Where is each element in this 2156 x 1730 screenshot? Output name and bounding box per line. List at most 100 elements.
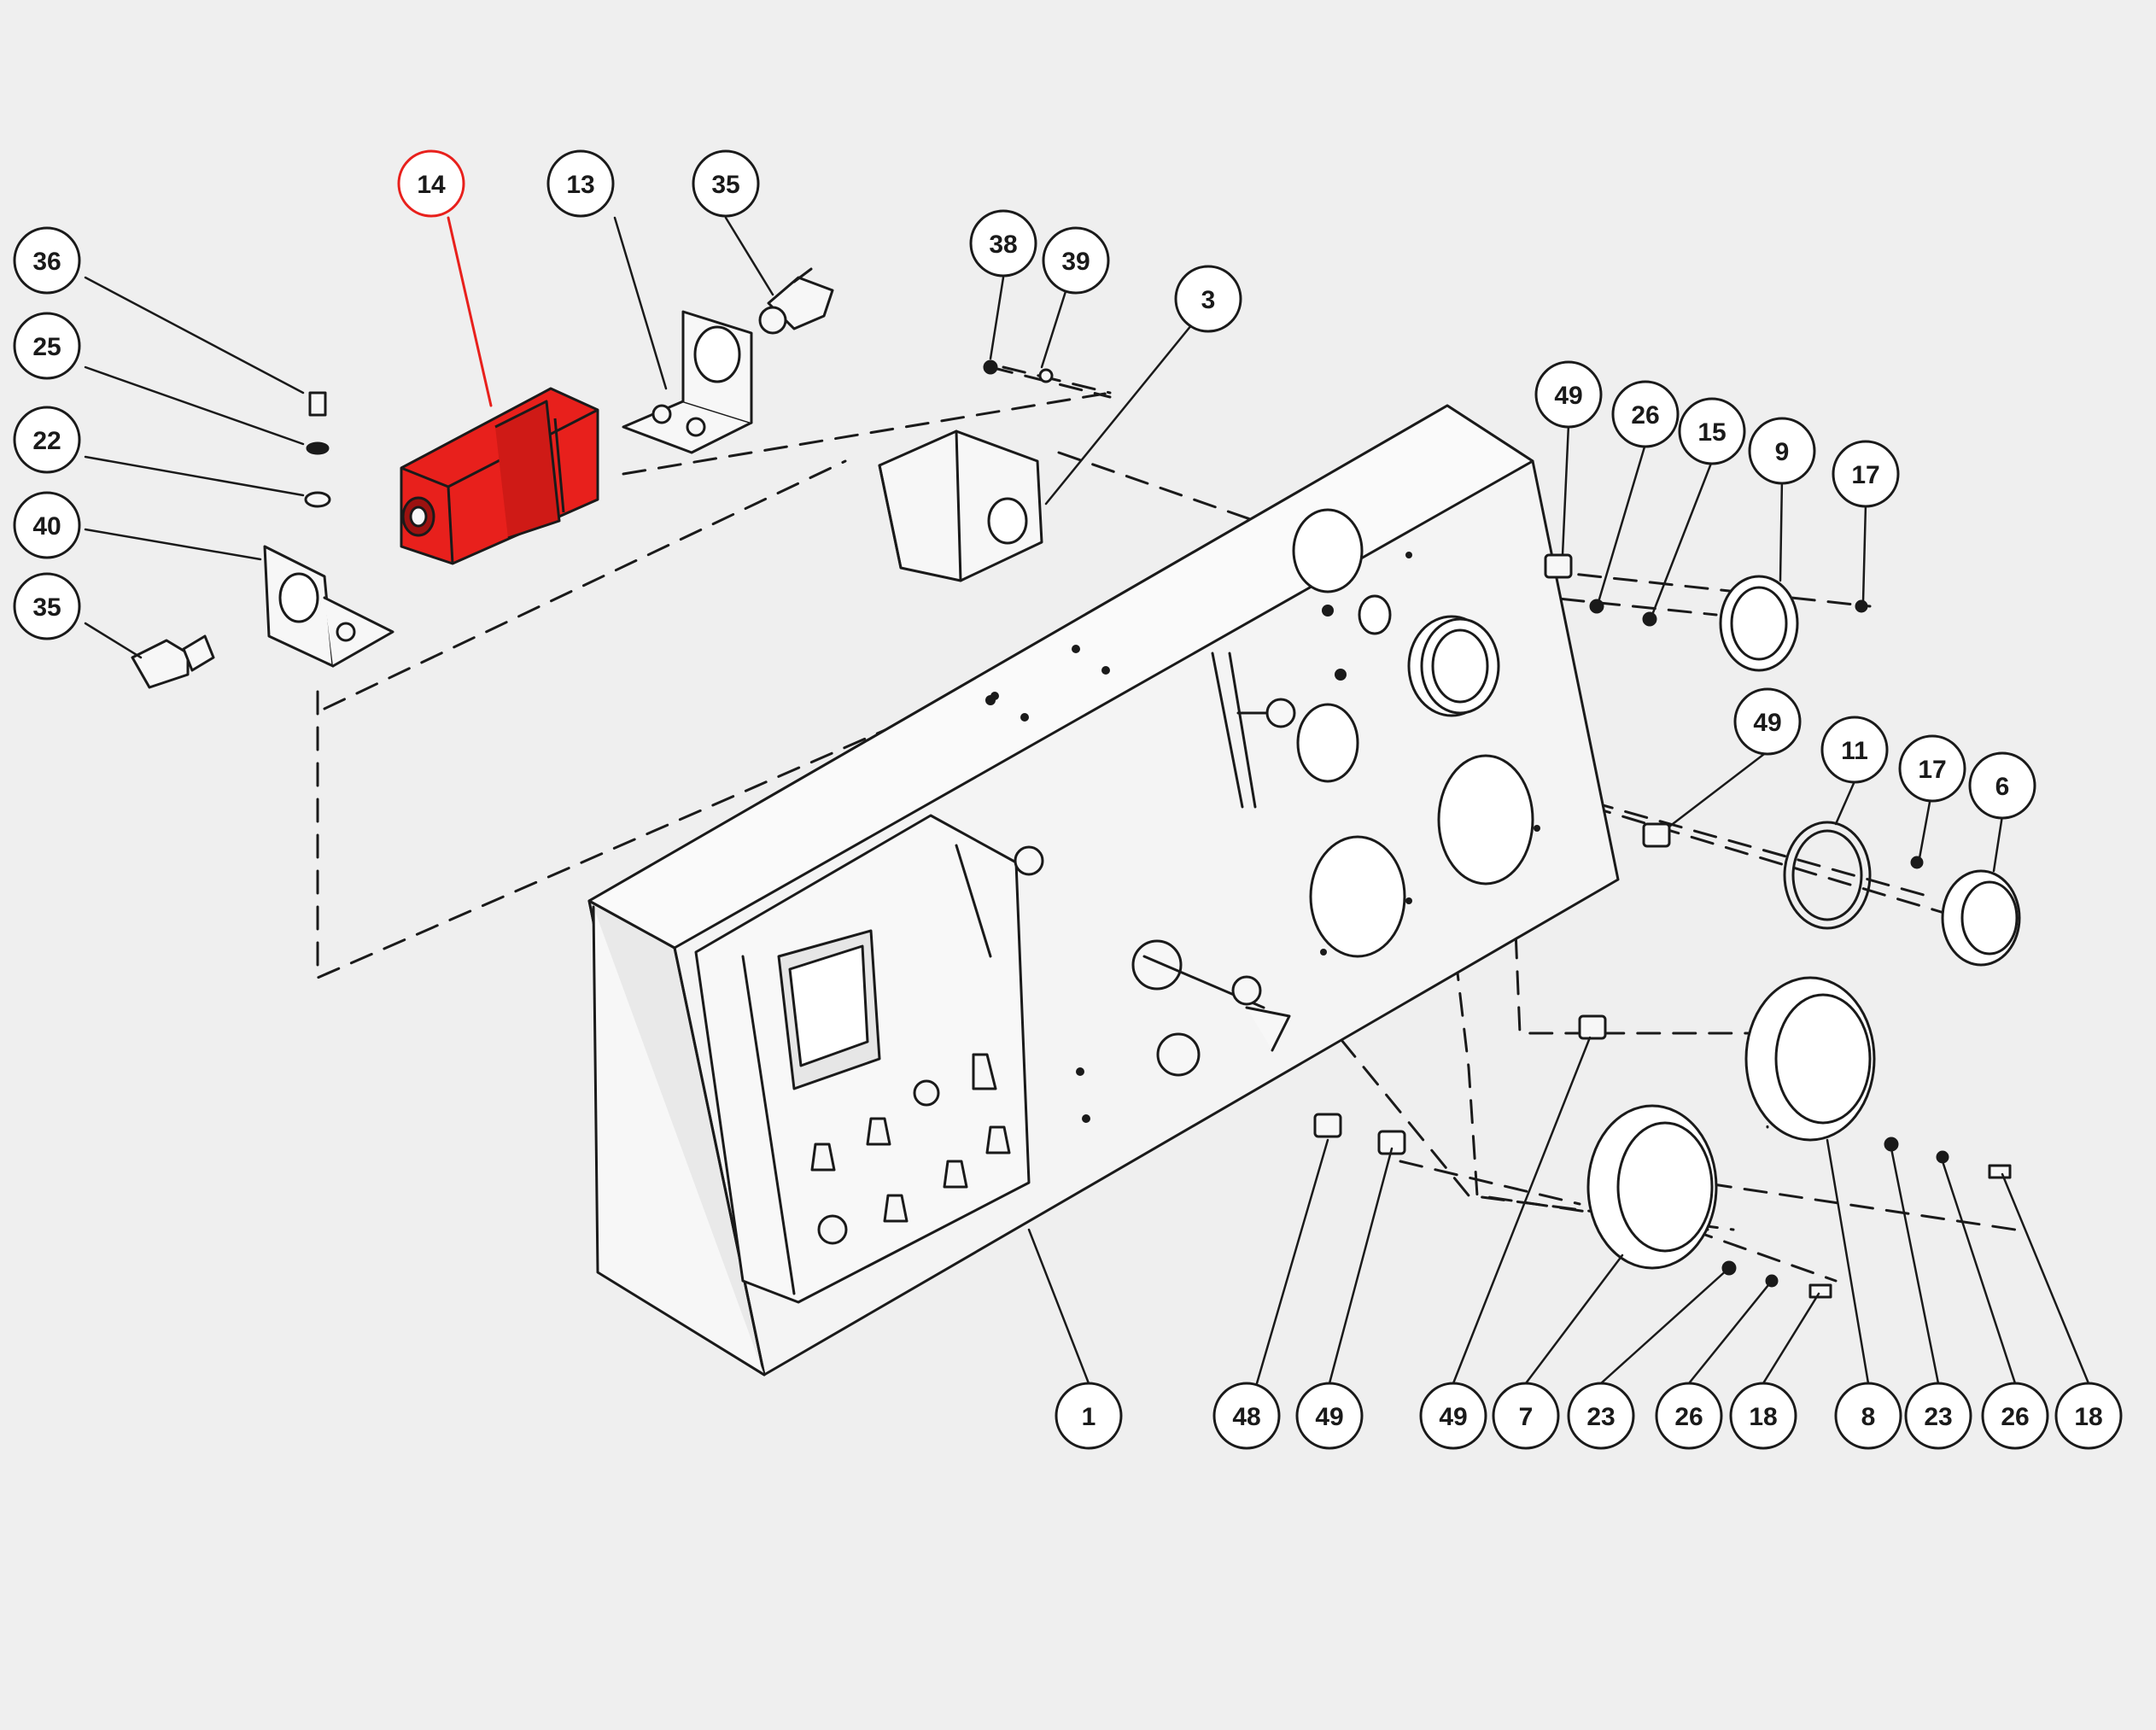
callout-label: 48 [1232, 1403, 1260, 1431]
callout-balloon [546, 149, 615, 218]
callout-48: 48 [1212, 1382, 1281, 1450]
callout-label: 35 [32, 593, 61, 622]
callout-balloon [1729, 1382, 1797, 1450]
callout-23: 23 [1567, 1382, 1635, 1450]
callout-label: 18 [1749, 1403, 1777, 1431]
callout-balloon [1832, 440, 1900, 508]
callout-8: 8 [1834, 1382, 1902, 1450]
ring-11 [1783, 821, 1872, 930]
callout-balloon [1567, 1382, 1635, 1450]
callout-label: 25 [32, 333, 61, 361]
leader-line-highlighted [447, 216, 493, 407]
gauge-8 [1744, 976, 1876, 1142]
callout-balloon [13, 406, 81, 474]
callout-balloon [1042, 226, 1110, 295]
fitting-35-left [131, 634, 215, 689]
callout-23: 23 [1904, 1382, 1972, 1450]
callout-35: 35 [13, 572, 81, 640]
callout-26: 26 [1611, 380, 1680, 448]
callout-label: 38 [989, 231, 1017, 259]
callout-label: 49 [1315, 1403, 1343, 1431]
callout-label: 49 [1554, 382, 1582, 410]
callout-balloon [1904, 1382, 1972, 1450]
callout-label: 3 [1201, 286, 1216, 314]
callout-label: 36 [32, 248, 61, 276]
gauge-6 [1941, 869, 2021, 967]
main-control-panel [587, 404, 1620, 1376]
callout-balloon [969, 209, 1037, 278]
callout-label: 23 [1586, 1403, 1615, 1431]
callout-13: 13 [546, 149, 615, 218]
callout-40: 40 [13, 491, 81, 559]
callout-3: 3 [1174, 265, 1242, 333]
callout-label: 7 [1519, 1403, 1534, 1431]
callout-balloon [1968, 751, 2036, 820]
callout-label: 14 [417, 171, 446, 199]
callout-6: 6 [1968, 751, 2036, 820]
callout-label: 15 [1697, 418, 1726, 447]
callout-balloon [1820, 716, 1889, 784]
callout-balloon [1678, 397, 1746, 465]
callout-label: 26 [1631, 401, 1659, 430]
fitting-35-top [758, 267, 834, 335]
callout-label: 39 [1061, 248, 1090, 276]
callout-label: 1 [1082, 1403, 1096, 1431]
callout-17: 17 [1832, 440, 1900, 508]
callout-balloon [1419, 1382, 1487, 1450]
callout-label: 13 [566, 171, 594, 199]
leader-lines [84, 216, 2090, 1385]
callout-label: 49 [1753, 709, 1781, 737]
callout-balloon [13, 572, 81, 640]
callout-balloon [13, 226, 81, 295]
callout-label: 23 [1924, 1403, 1952, 1431]
callout-1: 1 [1055, 1382, 1123, 1450]
bracket-13 [622, 310, 753, 454]
callout-balloon [1212, 1382, 1281, 1450]
part-14-filter-canister [400, 387, 599, 565]
callout-balloon [1898, 734, 1966, 803]
callout-label: 40 [32, 512, 61, 541]
callout-49: 49 [1295, 1382, 1364, 1450]
gauge-9 [1719, 575, 1799, 672]
callout-14-highlighted: 14 [397, 149, 465, 218]
callout-balloon [1748, 417, 1816, 485]
callout-39: 39 [1042, 226, 1110, 295]
callout-balloon [1834, 1382, 1902, 1450]
callout-11: 11 [1820, 716, 1889, 784]
callout-49: 49 [1733, 687, 1802, 756]
callout-36: 36 [13, 226, 81, 295]
gauge-upper [1420, 617, 1500, 715]
bracket-40 [263, 545, 394, 668]
callout-9: 9 [1748, 417, 1816, 485]
callout-label: 18 [2074, 1403, 2102, 1431]
callout-label: 17 [1918, 756, 1946, 784]
callout-balloon [1733, 687, 1802, 756]
callout-15: 15 [1678, 397, 1746, 465]
callout-balloon [1295, 1382, 1364, 1450]
callout-18: 18 [1729, 1382, 1797, 1450]
callout-49: 49 [1419, 1382, 1487, 1450]
callout-18: 18 [2054, 1382, 2123, 1450]
callout-label: 6 [1995, 773, 2010, 801]
callout-balloon [1655, 1382, 1723, 1450]
callout-label: 9 [1775, 438, 1790, 466]
callout-balloon [2054, 1382, 2123, 1450]
callout-label: 11 [1841, 737, 1868, 765]
callout-label: 17 [1851, 461, 1879, 489]
callout-25: 25 [13, 312, 81, 380]
callout-label: 22 [32, 427, 61, 455]
callout-balloon [1055, 1382, 1123, 1450]
callout-balloon [1611, 380, 1680, 448]
callout-balloon [692, 149, 760, 218]
callout-balloon [13, 312, 81, 380]
callout-balloon [1534, 360, 1603, 429]
callout-label: 8 [1861, 1403, 1876, 1431]
callout-label: 26 [1674, 1403, 1703, 1431]
junction-box-3 [878, 359, 1054, 582]
callout-26: 26 [1655, 1382, 1723, 1450]
callout-balloon [1492, 1382, 1560, 1450]
callout-balloon [1174, 265, 1242, 333]
callout-label: 49 [1439, 1403, 1467, 1431]
